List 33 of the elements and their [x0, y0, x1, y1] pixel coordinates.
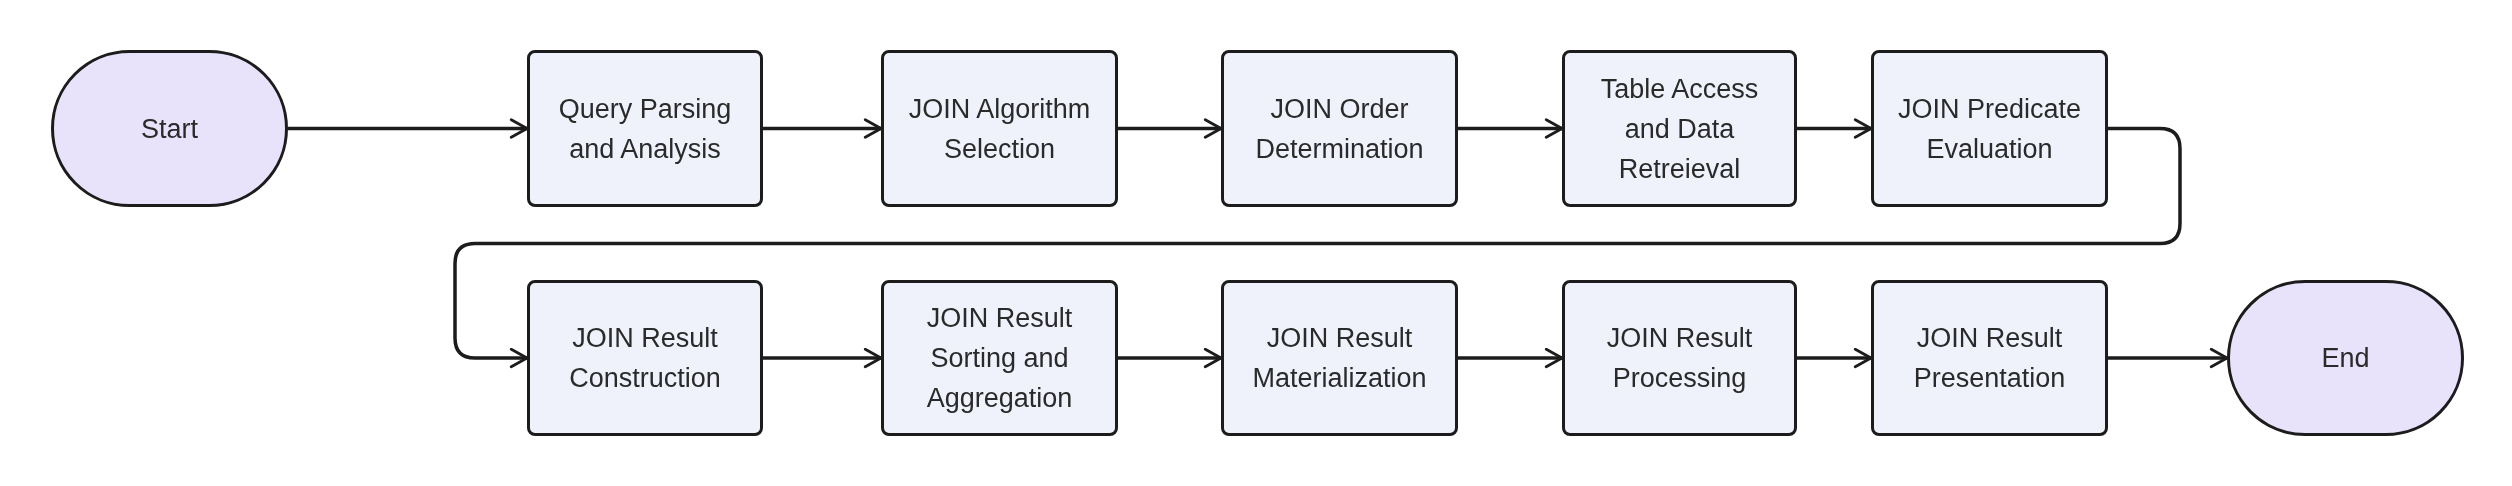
process-box: [881, 280, 1118, 436]
node-label: JOIN Result Construction: [568, 322, 722, 395]
process-box: [1221, 50, 1458, 207]
arrow: [1118, 118, 1223, 139]
arrow: [1458, 118, 1564, 139]
node-label: JOIN Result Sorting and Aggregation: [925, 302, 1074, 415]
process-box: [1562, 280, 1797, 436]
arrow: [288, 118, 529, 139]
arrow: [763, 347, 883, 369]
node-label: JOIN Order Determination: [1254, 92, 1425, 166]
node-label: Query Parsing and Analysis: [557, 92, 733, 166]
node-label: JOIN Algorithm Selection: [907, 92, 1092, 166]
node-label: Start: [140, 112, 199, 146]
node-label: JOIN Predicate Evaluation: [1896, 92, 2083, 166]
arrow: [763, 118, 883, 139]
process-box: [1562, 50, 1797, 207]
node-label: JOIN Result Materialization: [1251, 322, 1428, 395]
process-box: [1871, 50, 2108, 207]
node-label: End: [2320, 342, 2371, 375]
arrow: [453, 126, 2182, 369]
arrow: [2108, 347, 2229, 369]
arrow: [1458, 347, 1564, 369]
process-box: [1871, 280, 2108, 436]
node-label: JOIN Result Processing: [1605, 322, 1754, 395]
arrow: [1118, 347, 1223, 369]
arrow: [1797, 347, 1873, 369]
process-box: [881, 50, 1118, 207]
process-box: [527, 280, 763, 436]
process-box: [1221, 280, 1458, 436]
node-label: JOIN Result Presentation: [1912, 322, 2067, 395]
process-box: [527, 50, 763, 207]
arrow: [1797, 118, 1873, 139]
node-label: Table Access and Data Retreieval: [1599, 72, 1760, 186]
